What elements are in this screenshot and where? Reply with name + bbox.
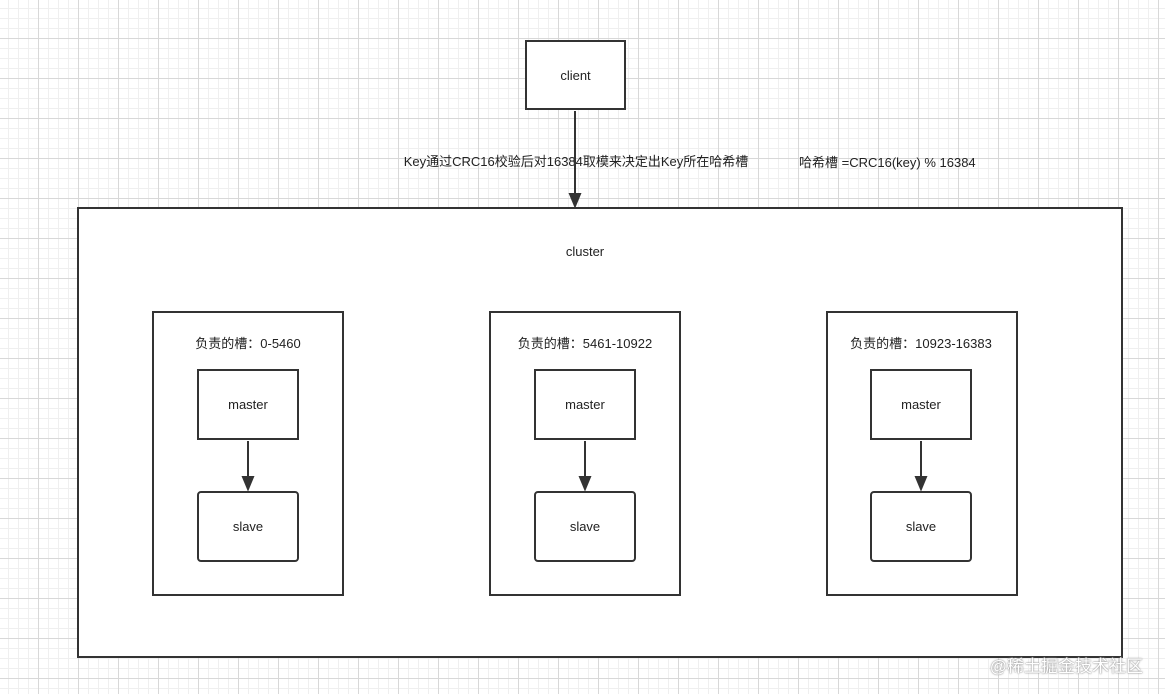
formula-label: 哈希槽 =CRC16(key) % 16384 (799, 155, 976, 170)
watermark-text: @稀土掘金技术社区 (989, 657, 1143, 676)
shard-3-slots-label: 负责的槽：10923-16383 (850, 336, 992, 351)
client-label: client (560, 67, 591, 83)
shard-1-master-node[interactable]: master (197, 369, 299, 440)
shard-3-slave-node[interactable]: slave (870, 491, 972, 562)
shard-2-master-node[interactable]: master (534, 369, 636, 440)
shard-1-master-label: master (228, 397, 268, 412)
shard-2-master-label: master (565, 397, 605, 412)
shard-1-slave-label: slave (232, 519, 264, 534)
client-to-cluster-arrow-head (568, 193, 582, 209)
shard-2-slave-node[interactable]: slave (534, 491, 636, 562)
shard-3-master-label: master (901, 397, 941, 412)
shard-2-slave-label: slave (569, 519, 601, 534)
shard-2-slots-label: 负责的槽：5461-10922 (517, 336, 653, 351)
shard-3-master-node[interactable]: master (870, 369, 972, 440)
shard-3-slave-label: slave (905, 519, 937, 534)
edge-label: Key通过CRC16校验后对16384取模来决定出Key所在哈希槽 (403, 154, 749, 169)
client-node[interactable]: client (525, 40, 626, 110)
cluster-label: cluster (565, 244, 605, 259)
shard-1-slave-node[interactable]: slave (197, 491, 299, 562)
shard-1-slots-label: 负责的槽：0-5460 (195, 336, 301, 351)
